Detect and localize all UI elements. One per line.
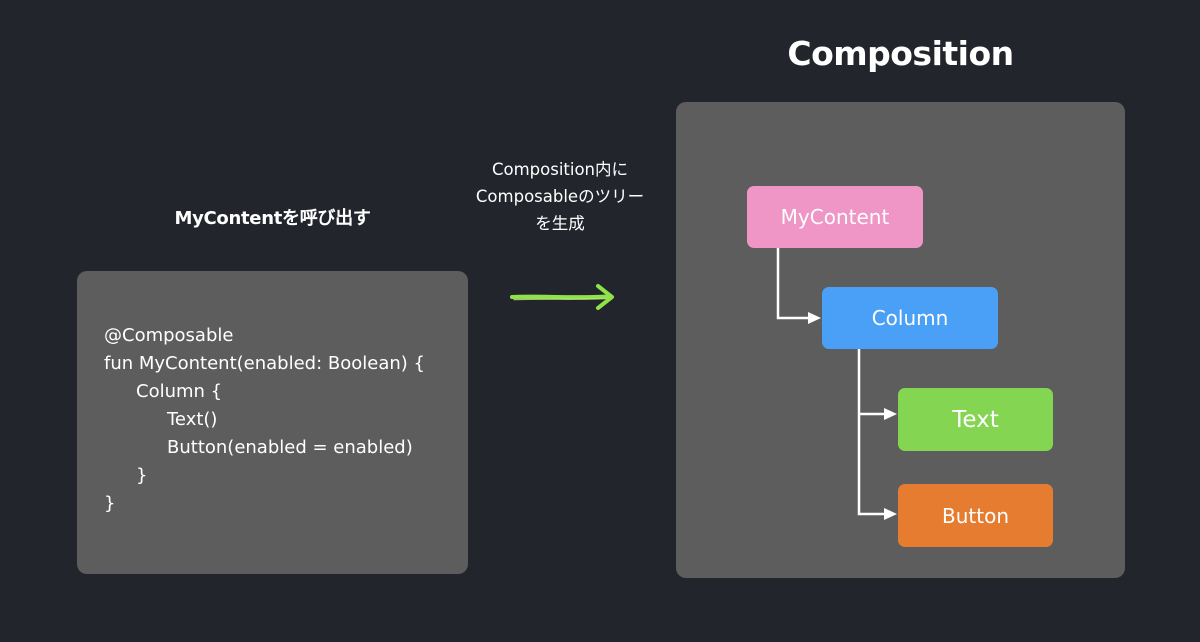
code-line-button: Button(enabled = enabled) <box>167 437 413 458</box>
code-line-close-column: } <box>136 465 148 486</box>
connector-mycontent-column <box>776 248 810 320</box>
flow-arrow-icon <box>510 284 614 310</box>
generation-caption: Composition内に Composableのツリー を生成 <box>440 156 680 237</box>
node-text: Text <box>898 388 1053 451</box>
caption-line-3: を生成 <box>535 214 585 233</box>
composition-title: Composition <box>787 34 1014 73</box>
node-mycontent: MyContent <box>747 186 923 248</box>
arrowhead-button <box>884 508 897 520</box>
code-panel <box>77 271 468 574</box>
connector-column-children <box>857 349 886 516</box>
node-button: Button <box>898 484 1053 547</box>
code-line-function: fun MyContent(enabled: Boolean) { <box>104 353 425 374</box>
caption-line-2: Composableのツリー <box>475 187 645 206</box>
code-line-close-function: } <box>104 493 116 514</box>
code-line-annotation: @Composable <box>104 325 234 346</box>
node-column: Column <box>822 287 998 349</box>
arrowhead-column <box>808 312 821 324</box>
code-line-text: Text() <box>167 409 218 430</box>
code-line-column: Column { <box>136 381 223 402</box>
call-title: MyContentを呼び出す <box>174 208 371 229</box>
arrowhead-text <box>884 408 897 420</box>
caption-line-1: Composition内に <box>491 160 629 179</box>
